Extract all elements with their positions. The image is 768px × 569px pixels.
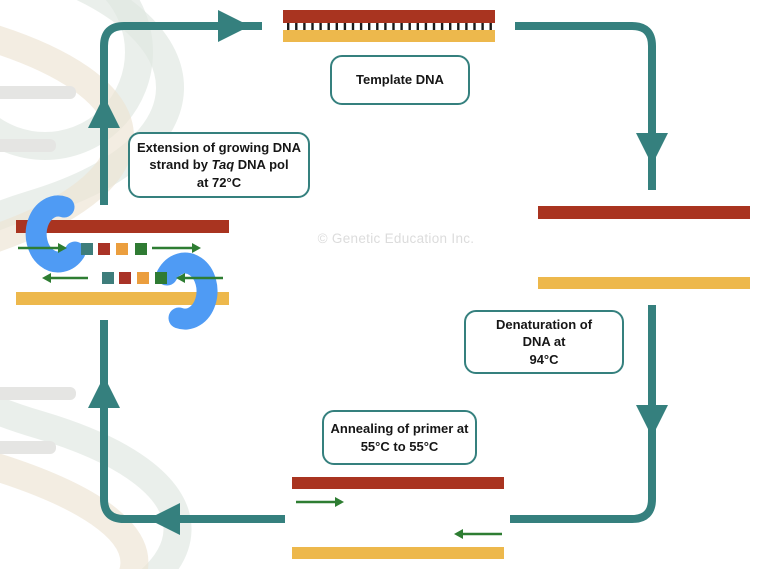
base-pair-rung (319, 23, 322, 31)
template-dna-label: Template DNA (330, 55, 470, 105)
dntp-row-bottom (102, 272, 167, 284)
green-arrowhead-icon (176, 273, 185, 283)
denatured-yellow-strand (538, 277, 750, 289)
base-pair-rung (473, 23, 476, 31)
helix-rung (0, 139, 56, 152)
base-pair-rung (327, 23, 330, 31)
base-pair-rung (416, 23, 419, 31)
label-segment: strand by (149, 157, 212, 173)
base-pair-rung (343, 23, 347, 31)
template-red-strand (283, 10, 495, 23)
label-line: Extension of growing DNA (137, 140, 301, 156)
copyright-watermark: © Genetic Education Inc. (317, 231, 475, 246)
base-pair-rung (457, 23, 460, 31)
helix-strand-beige (0, 25, 149, 569)
denaturation-label: Denaturation of DNA at 94°C (464, 310, 624, 374)
dntp-teal (102, 272, 114, 284)
label-line: Annealing of primer at (330, 421, 469, 437)
green-arrowhead-icon (335, 497, 344, 507)
annealing-label: Annealing of primer at 55°C to 55°C (322, 410, 477, 465)
extension-complex (16, 195, 229, 330)
primer-arrow-left (454, 529, 502, 539)
extension-label: Extension of growing DNA strand by Taq D… (128, 132, 310, 198)
base-pair-rung (489, 23, 492, 31)
base-pair-rung (481, 23, 484, 31)
green-arrowhead-icon (192, 243, 201, 253)
label-line: at 72°C (196, 174, 242, 190)
base-pair-rung (359, 23, 363, 31)
arrowhead-down-icon (636, 133, 668, 165)
dntp-orange (116, 243, 128, 255)
primer-arrow-right (296, 497, 344, 507)
synthesis-arrow-left (42, 273, 88, 283)
cycle-line-right-bottom (510, 305, 656, 523)
green-arrowhead-icon (454, 529, 463, 539)
cycle-line-right-top (515, 22, 656, 190)
base-pair-rung (376, 23, 379, 31)
label-line: strand by Taq DNA pol (149, 156, 288, 173)
base-pair-rung (384, 23, 387, 31)
dntp-red (119, 272, 131, 284)
arrowhead-right-icon (218, 10, 250, 42)
green-arrowhead-icon (42, 273, 51, 283)
template-dna-strand (283, 10, 495, 42)
synthesis-arrow-right (18, 243, 67, 253)
arrowhead-up-icon (88, 96, 120, 128)
label-segment-italic: Taq (211, 157, 235, 173)
extension-red-strand (16, 220, 229, 233)
base-pair-rung (465, 23, 468, 31)
taq-polymerase-icon (25, 195, 86, 273)
helix-rung (0, 86, 76, 99)
annealing-red-strand (292, 477, 504, 489)
arrowhead-down-icon (636, 405, 668, 437)
annealing-yellow-strand (292, 547, 504, 559)
label-line: Template DNA (356, 72, 444, 88)
base-pair-rung (408, 23, 411, 31)
synthesis-arrow-right (152, 243, 201, 253)
cycle-line-left-bottom (100, 320, 285, 523)
synthesis-arrow-left (176, 273, 223, 283)
denatured-strands (538, 206, 750, 289)
base-pair-rung (440, 23, 444, 31)
annealing-strands (292, 477, 504, 559)
base-pair-rung (287, 23, 290, 31)
taq-polymerase-icon (156, 252, 218, 330)
base-pair-rung (424, 23, 428, 31)
cycle-line-left-top (100, 22, 262, 205)
dntp-green (135, 243, 147, 255)
base-pair-rung (335, 23, 338, 31)
extension-yellow-strand (16, 292, 229, 305)
dntp-row-top (81, 243, 147, 255)
label-line: 94°C (529, 351, 559, 367)
label-line: Denaturation of (495, 317, 593, 333)
arrowhead-up-icon (88, 376, 120, 408)
helix-rungs (0, 86, 76, 454)
base-pair-rung (432, 23, 436, 31)
base-pair-rung (351, 23, 355, 31)
base-pair-rung (392, 23, 395, 31)
arrowhead-left-icon (148, 503, 180, 535)
label-line: DNA at (522, 334, 566, 350)
label-line: 55°C to 55°C (360, 438, 439, 454)
green-arrowhead-icon (58, 243, 67, 253)
dna-helix-background (0, 0, 192, 569)
dntp-orange (137, 272, 149, 284)
template-yellow-strand (283, 30, 495, 42)
base-pair-rung (449, 23, 452, 31)
dntp-green (155, 272, 167, 284)
base-pair-rung (400, 23, 403, 31)
label-segment: DNA pol (234, 157, 289, 173)
base-pair-rung (311, 23, 314, 31)
base-pair-rung (303, 23, 306, 31)
cycle-arrows (88, 10, 668, 535)
base-pair-rung (368, 23, 371, 31)
dntp-red (98, 243, 110, 255)
helix-rung (0, 387, 76, 400)
template-dna-rungs (287, 23, 492, 31)
denatured-red-strand (538, 206, 750, 219)
dntp-teal (81, 243, 93, 255)
base-pair-rung (295, 23, 298, 31)
helix-rung (0, 441, 56, 454)
